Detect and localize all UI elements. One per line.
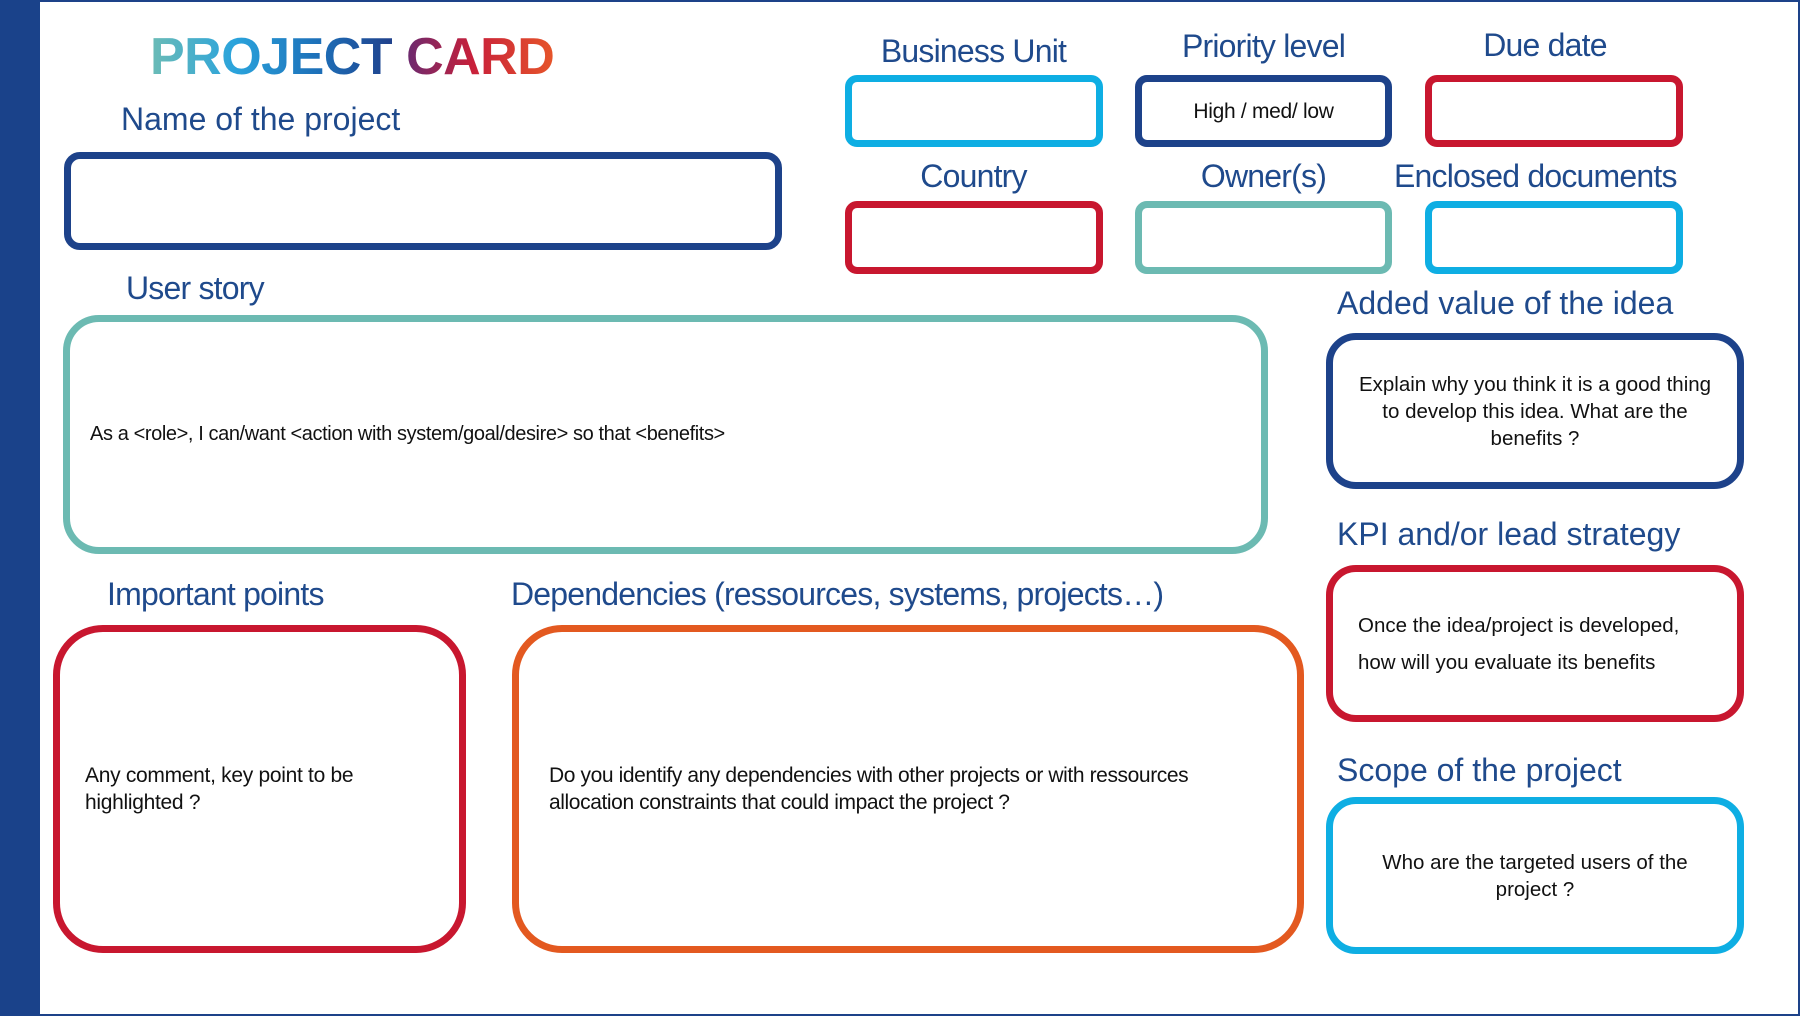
kpi-text-line1: Once the idea/project is developed, — [1358, 613, 1680, 637]
business-unit-field[interactable] — [845, 75, 1103, 147]
scope-field[interactable]: Who are the targeted users of the projec… — [1326, 797, 1744, 954]
dependencies-label: Dependencies (ressources, systems, proje… — [511, 576, 1164, 612]
dependencies-field[interactable]: Do you identify any dependencies with ot… — [512, 625, 1304, 953]
due-date-label: Due date — [1483, 27, 1607, 63]
kpi-label: KPI and/or lead strategy — [1337, 516, 1681, 552]
user-story-label: User story — [126, 270, 265, 306]
kpi-text-line2: how will you evaluate its benefits — [1358, 650, 1656, 674]
important-points-label: Important points — [107, 576, 324, 612]
enclosed-documents-field[interactable] — [1425, 201, 1683, 274]
important-points-field[interactable]: Any comment, key point to be highlighted… — [53, 625, 466, 953]
user-story-field[interactable]: As a <role>, I can/want <action with sys… — [63, 315, 1268, 554]
project-name-field[interactable] — [64, 152, 782, 250]
priority-field[interactable]: High / med/ low — [1135, 75, 1392, 147]
priority-label: Priority level — [1181, 28, 1346, 64]
title-project: PROJECT — [150, 28, 393, 86]
kpi-field[interactable]: Once the idea/project is developed, how … — [1326, 565, 1744, 722]
left-accent-bar — [0, 0, 40, 1016]
due-date-field[interactable] — [1425, 75, 1683, 147]
added-value-label: Added value of the idea — [1337, 285, 1674, 321]
added-value-field[interactable]: Explain why you think it is a good thing… — [1326, 333, 1744, 489]
owners-label: Owner(s) — [1200, 158, 1327, 194]
name-label: Name of the project — [121, 101, 401, 137]
owners-field[interactable] — [1135, 201, 1392, 274]
country-label: Country — [920, 158, 1027, 194]
country-field[interactable] — [845, 201, 1103, 274]
business-unit-label: Business Unit — [880, 33, 1067, 69]
enclosed-documents-label: Enclosed documents — [1394, 158, 1677, 194]
card-title: PROJECT CARD — [150, 28, 555, 86]
title-card: CARD — [406, 28, 555, 86]
scope-label: Scope of the project — [1337, 752, 1622, 788]
